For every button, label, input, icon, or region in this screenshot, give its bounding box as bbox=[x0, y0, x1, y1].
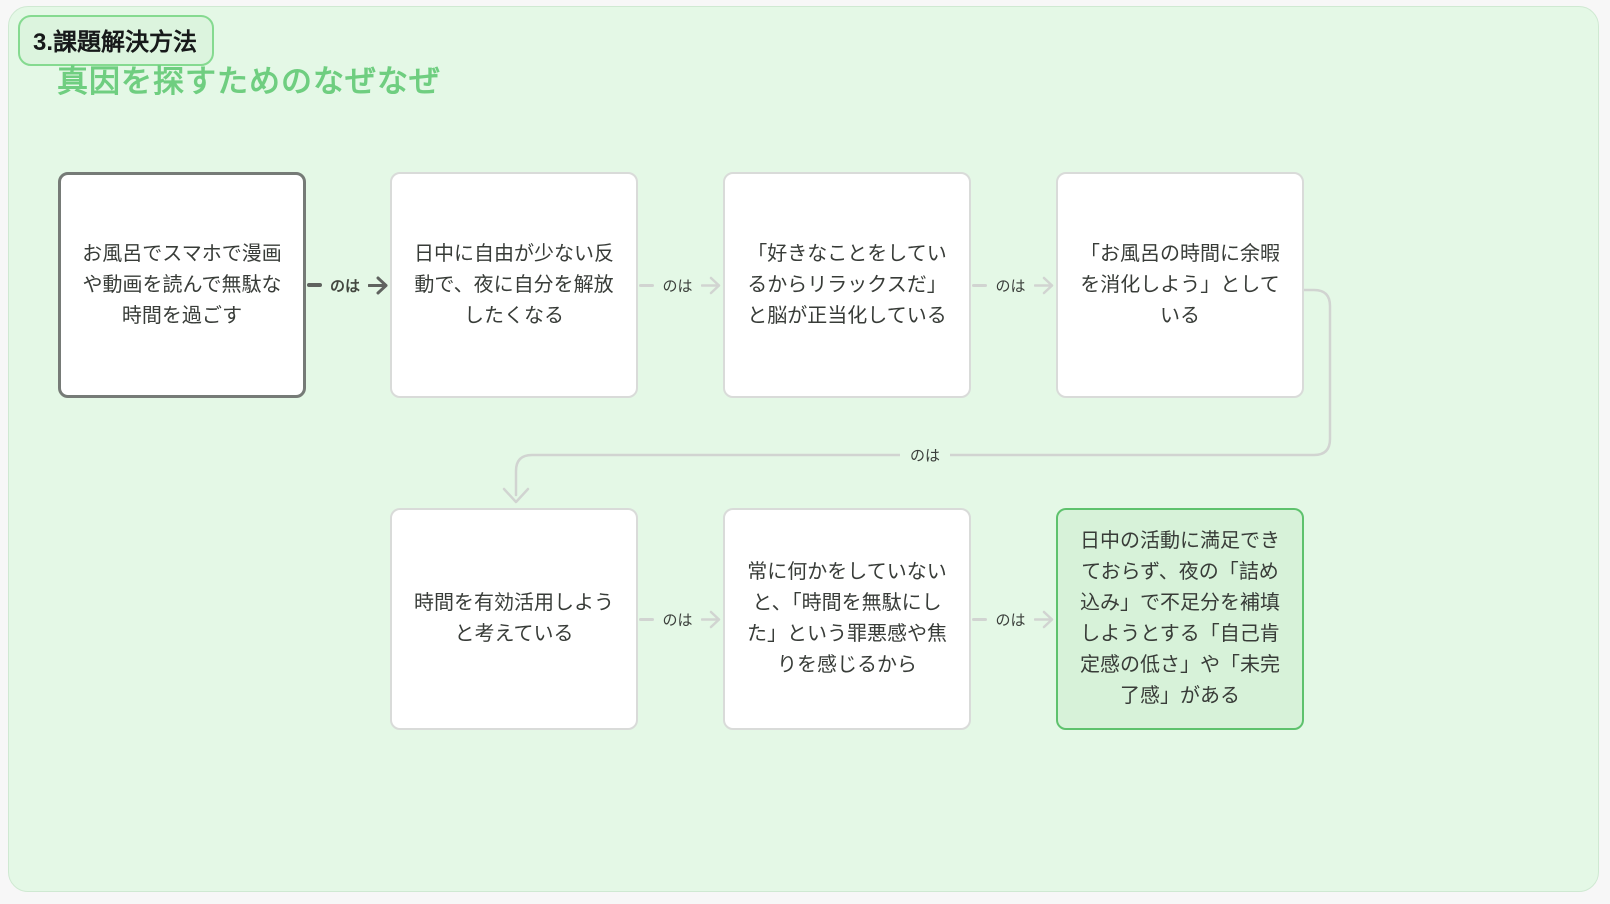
node-text: 常に何かをしていないと、「時間を無駄にした」という罪悪感や焦りを感じるから bbox=[747, 561, 947, 676]
connector-1: のは bbox=[307, 271, 389, 299]
arrow-right-icon bbox=[700, 610, 721, 628]
node-text: お風呂でスマホで漫画や動画を読んで無駄な時間を過ごす bbox=[82, 242, 282, 327]
connector-dash bbox=[972, 617, 987, 621]
connector-label: のは bbox=[995, 277, 1026, 295]
wrap-connector-label: のは bbox=[899, 444, 951, 466]
node-text: 時間を有効活用しようと考えている bbox=[414, 592, 614, 645]
connector-5: のは bbox=[972, 605, 1055, 633]
node-text: 日中に自由が少ない反動で、夜に自分を解放したくなる bbox=[414, 242, 614, 327]
node-text: 「お風呂の時間に余暇を消化しよう」としている bbox=[1080, 242, 1280, 327]
connector-dash bbox=[639, 617, 654, 621]
connector-label: のは bbox=[662, 611, 693, 629]
node-text: 「好きなことをしているからリラックスだ」と脳が正当化している bbox=[747, 242, 947, 327]
section-badge: 3.課題解決方法 bbox=[18, 15, 215, 66]
connector-dash bbox=[639, 283, 654, 287]
arrow-right-icon bbox=[1033, 610, 1054, 628]
connector-4: のは bbox=[639, 605, 722, 633]
arrow-right-icon bbox=[1033, 276, 1054, 294]
connector-label: のは bbox=[329, 277, 360, 295]
connector-label: のは bbox=[662, 277, 693, 295]
node-text: 日中の活動に満足できておらず、夜の「詰め込み」で不足分を補填しようとする「自己肯… bbox=[1080, 530, 1280, 707]
arrow-right-icon bbox=[700, 276, 721, 294]
flow-node-2: 日中に自由が少ない反動で、夜に自分を解放したくなる bbox=[390, 172, 638, 398]
flow-node-4: 「お風呂の時間に余暇を消化しよう」としている bbox=[1056, 172, 1304, 398]
connector-dash bbox=[307, 283, 322, 287]
flow-node-6: 常に何かをしていないと、「時間を無駄にした」という罪悪感や焦りを感じるから bbox=[723, 508, 971, 730]
flow-node-5: 時間を有効活用しようと考えている bbox=[390, 508, 638, 730]
arrow-right-icon bbox=[367, 276, 388, 294]
connector-3: のは bbox=[972, 271, 1055, 299]
connector-2: のは bbox=[639, 271, 722, 299]
connector-dash bbox=[972, 283, 987, 287]
flow-node-7-root-cause: 日中の活動に満足できておらず、夜の「詰め込み」で不足分を補填しようとする「自己肯… bbox=[1056, 508, 1304, 730]
flow-node-1: お風呂でスマホで漫画や動画を読んで無駄な時間を過ごす bbox=[58, 172, 306, 398]
page-title: 真因を探すためのなぜなぜ bbox=[57, 64, 441, 99]
connector-label: のは bbox=[995, 611, 1026, 629]
board-background bbox=[8, 6, 1599, 892]
flow-node-3: 「好きなことをしているからリラックスだ」と脳が正当化している bbox=[723, 172, 971, 398]
